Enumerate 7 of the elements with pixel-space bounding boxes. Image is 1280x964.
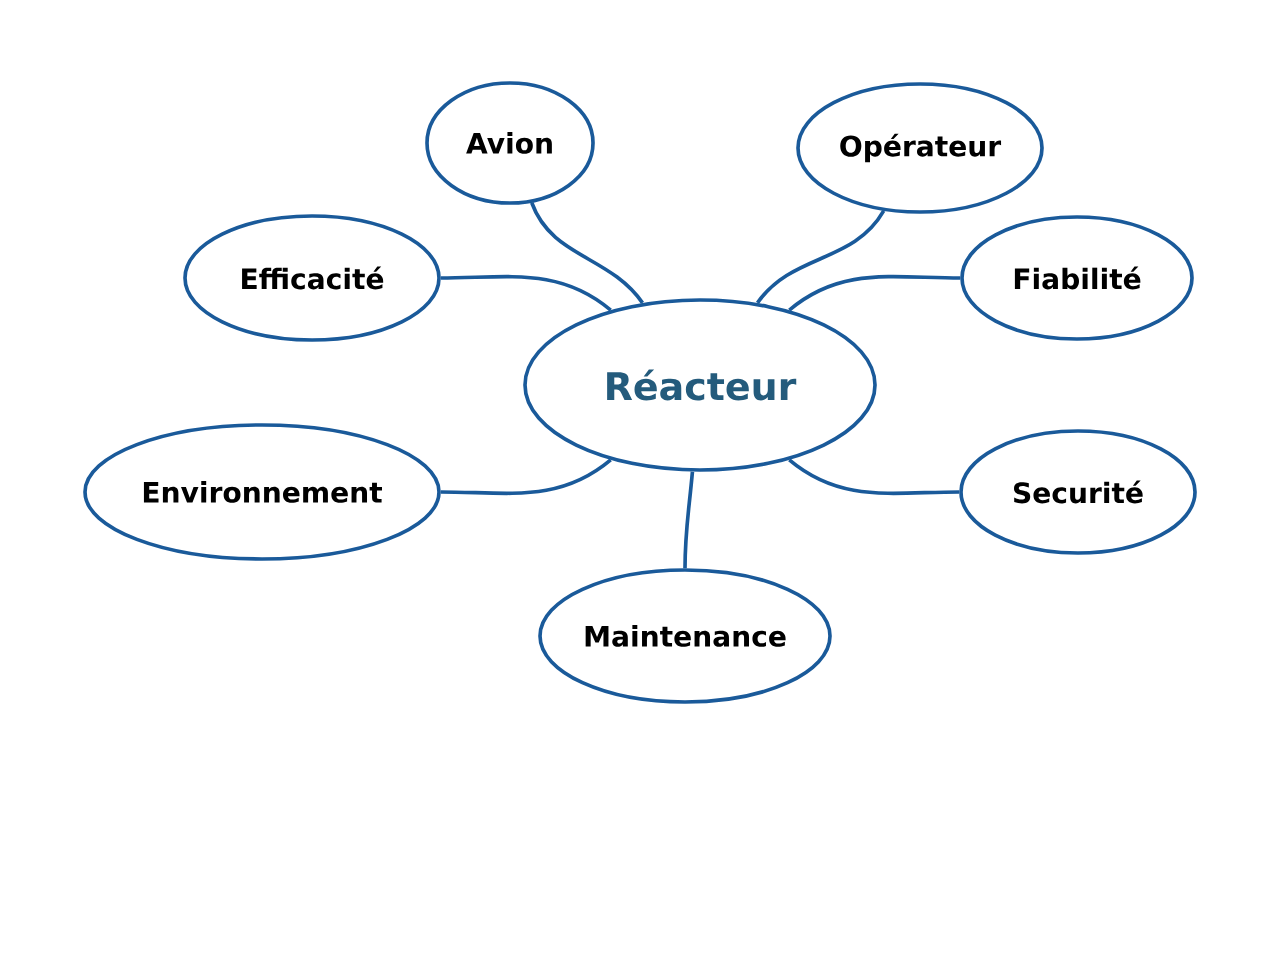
connector-line bbox=[683, 471, 695, 569]
connector-line bbox=[788, 274, 961, 312]
connector-line bbox=[530, 202, 644, 305]
connector-line bbox=[440, 458, 612, 496]
connector-line bbox=[788, 458, 960, 496]
connector-line bbox=[440, 274, 612, 312]
connector-line bbox=[756, 209, 886, 305]
